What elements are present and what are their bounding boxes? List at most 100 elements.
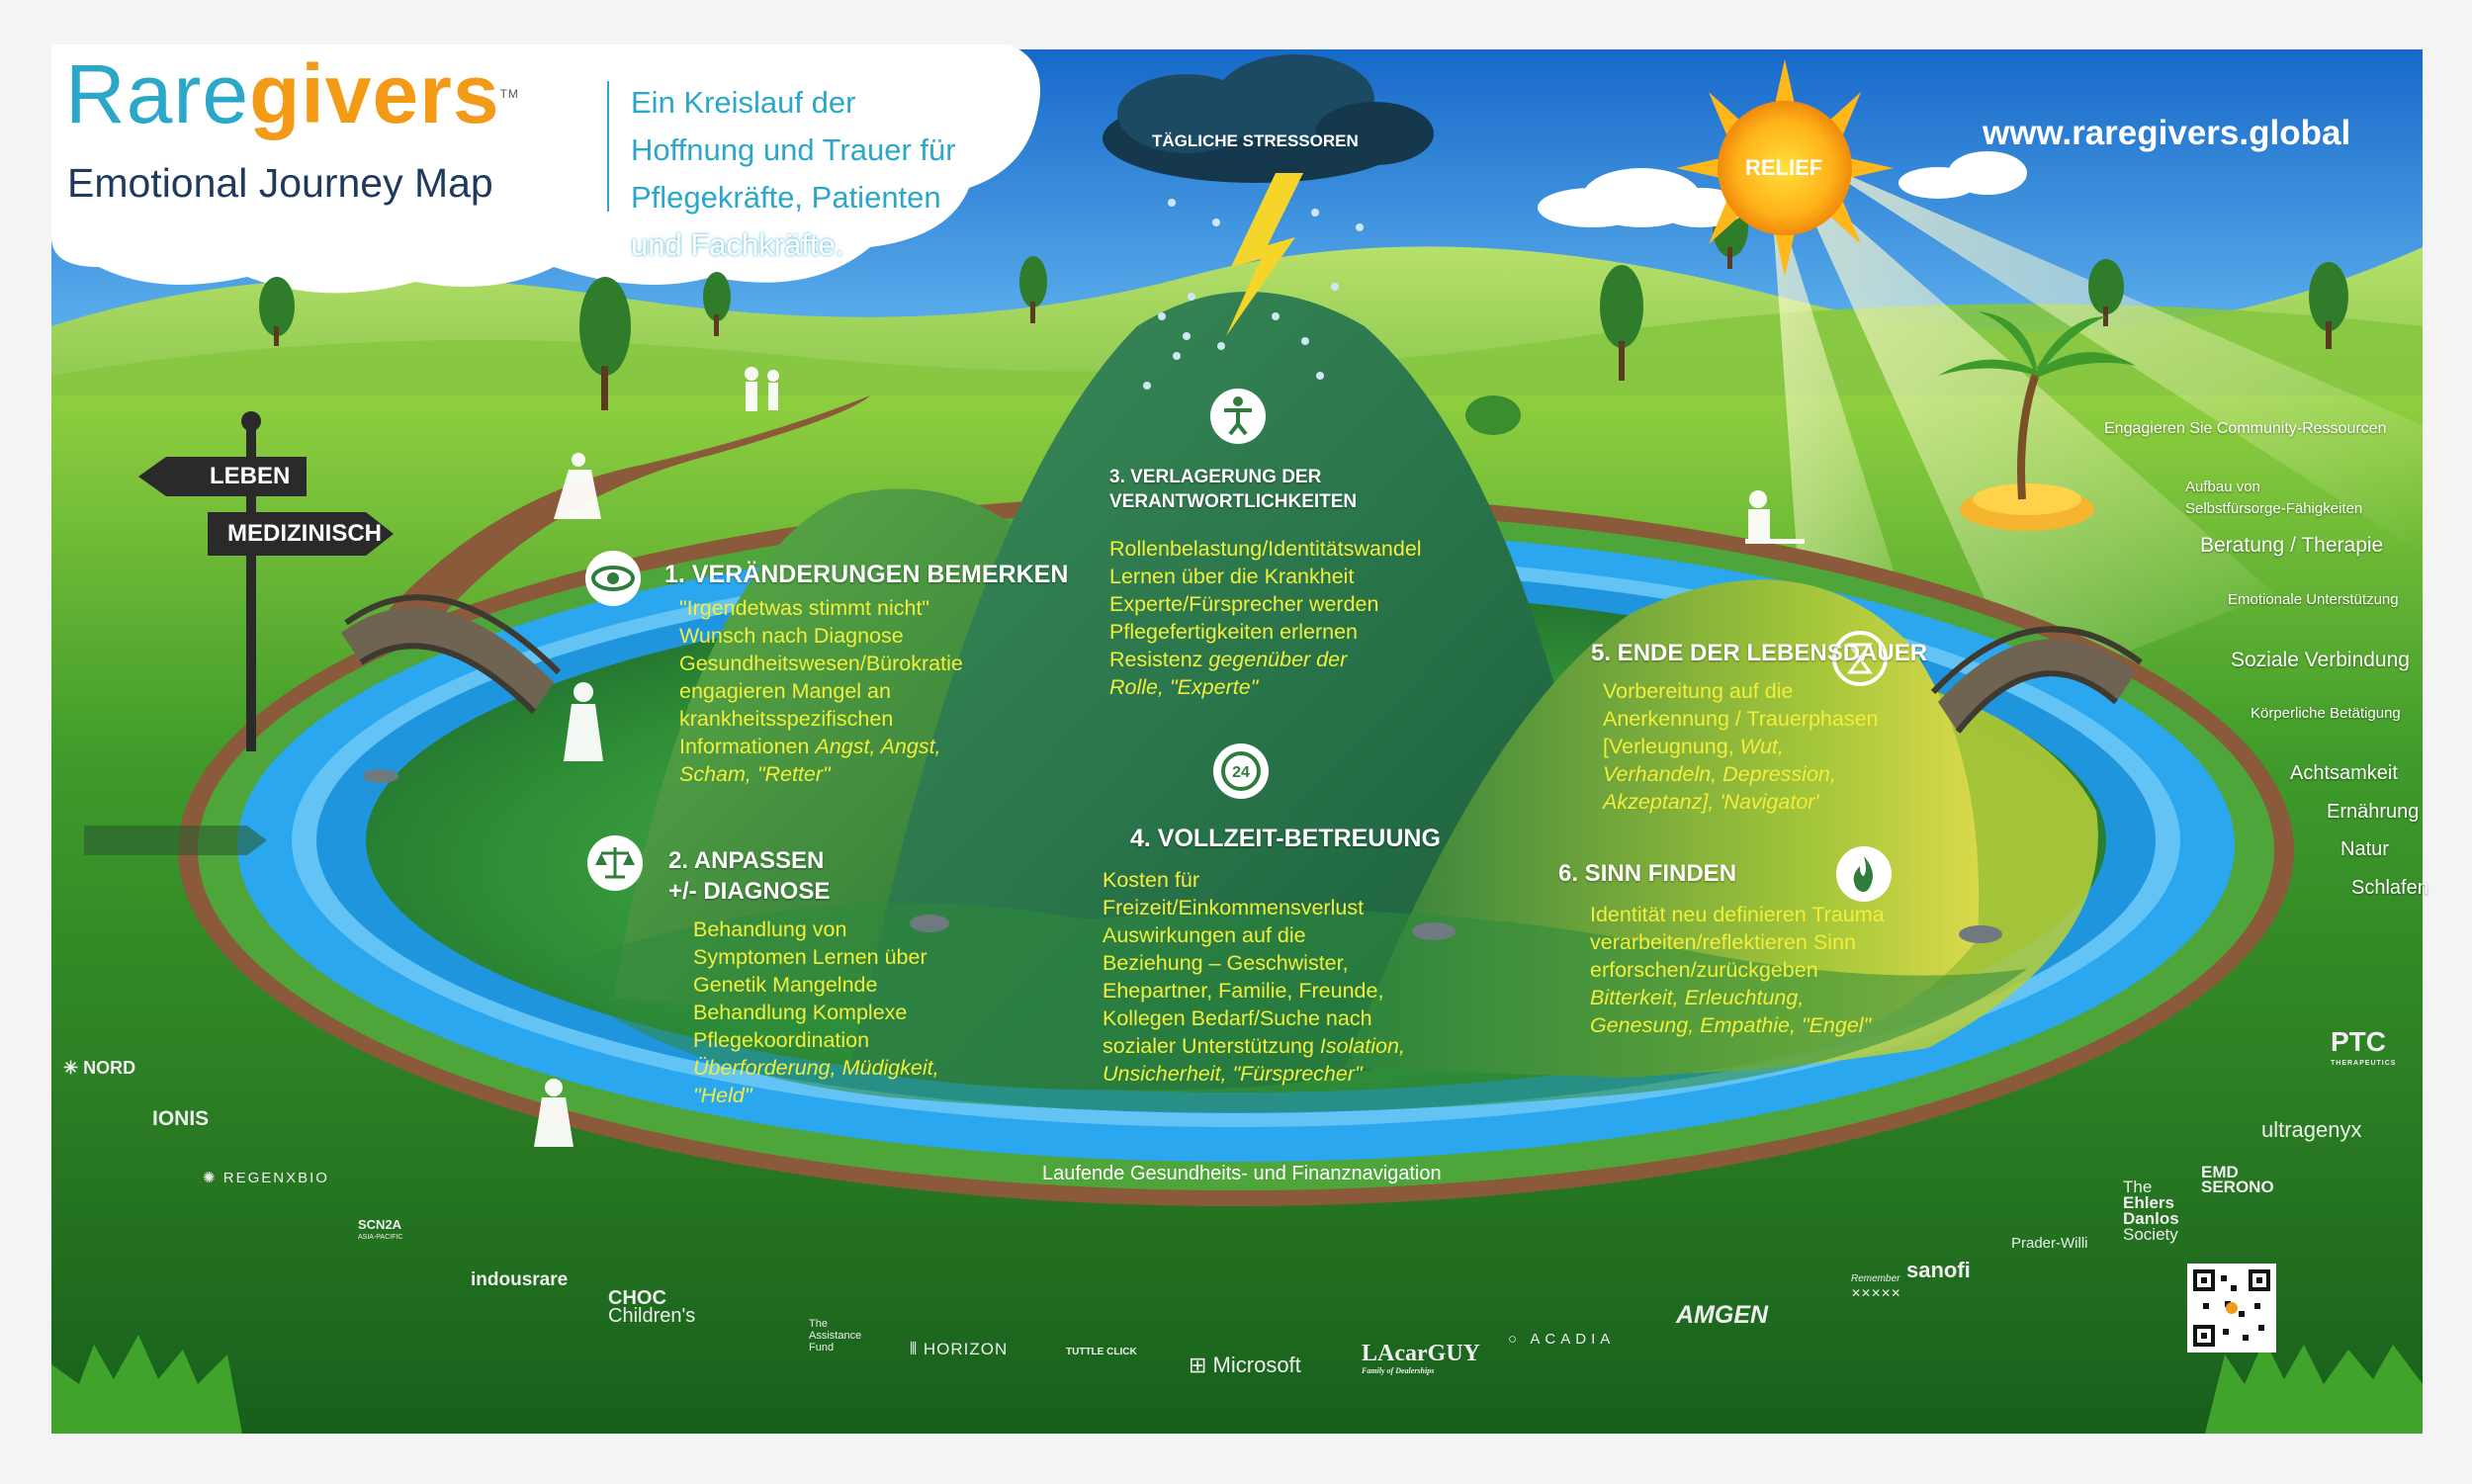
sponsor-emd-serono: EMD SERONO [2201, 1163, 2274, 1196]
stage-3-line: Lernen über die Krankheit [1109, 565, 1355, 588]
stage-1-line: "Irgendetwas stimmt nicht" [679, 596, 930, 620]
stage-2-title-line: 2. ANPASSEN [668, 847, 825, 874]
stage-1-line: engagieren Mangel an [679, 679, 891, 703]
stage-4-emotion: Unsicherheit, "Fürsprecher" [1103, 1062, 1363, 1086]
resource-item: Beratung / Therapie [2200, 534, 2384, 557]
tagline-line: und Fachkräfte. [631, 227, 844, 262]
sponsor-label: LAcarGUY [1362, 1341, 1480, 1366]
sponsor-label: Children's [608, 1305, 696, 1327]
sponsor-label: Fund [809, 1342, 835, 1353]
trademark: TM [499, 87, 519, 101]
stage-4-line: Beziehung – Geschwister, [1103, 951, 1349, 975]
sponsor-label: Assistance [809, 1330, 862, 1342]
stage-4-emotion: Isolation, [1319, 1034, 1405, 1058]
sponsor-nord: ✳ NORD [63, 1058, 136, 1078]
sponsor-label: The [809, 1318, 828, 1330]
resource-item: Ernährung [2327, 801, 2420, 823]
tagline: Ein Kreislauf der Hoffnung und Trauer fü… [631, 79, 956, 269]
tagline-line: Pflegekräfte, Patienten [631, 180, 941, 215]
sponsor-label: REGENXBIO [222, 1170, 329, 1186]
brand-name-rare: Rare [65, 47, 250, 140]
stage-2-line: Behandlung Komplexe [693, 1001, 908, 1024]
sponsor-label: Remember [1851, 1273, 1900, 1284]
stage-2-emotion: Überforderung, Müdigkeit, [693, 1056, 939, 1080]
svg-text:24: 24 [1232, 764, 1250, 781]
stage-4-line: Kollegen Bedarf/Suche nach [1103, 1006, 1372, 1030]
flame-icon [1836, 846, 1892, 902]
sponsor-lacarguy: LAcarGUY Family of Dealerships [1362, 1341, 1480, 1380]
stage-1-line: Gesundheitswesen/Bürokratie [679, 652, 963, 675]
sponsor-amgen: AMGEN [1676, 1301, 1769, 1329]
header-divider [607, 81, 609, 212]
qr-code-icon[interactable] [2187, 1264, 2276, 1353]
website-link[interactable]: www.raregivers.global [1983, 114, 2351, 152]
stage-1-emotion: Angst, Angst, [815, 735, 941, 758]
sponsor-label: NORD [83, 1058, 136, 1078]
stage-2-emotion: "Held" [693, 1084, 752, 1107]
stage-6-title: 6. SINN FINDEN [1558, 860, 1737, 887]
tagline-line: Ein Kreislauf der [631, 85, 856, 120]
tai-chi-icon [1210, 389, 1266, 444]
sponsor-regenxbio: ✺ REGENXBIO [203, 1170, 329, 1186]
page-subtitle: Emotional Journey Map [67, 160, 493, 206]
sponsor-label: THERAPEUTICS [2331, 1060, 2397, 1067]
resource-item: Selbstfürsorge-Fähigkeiten [2185, 500, 2363, 517]
ring-label: Laufende Gesundheits- und Finanznavigati… [1042, 1163, 1442, 1184]
sponsor-label: The [2123, 1178, 2153, 1196]
sponsor-label: ACADIA [1530, 1331, 1616, 1348]
stage-3-line: Experte/Fürsprecher werden [1109, 592, 1379, 616]
sponsor-tuttle-click: TUTTLE CLICK [1066, 1347, 1137, 1357]
stage-2-body: Behandlung von Symptomen Lernen über Gen… [693, 916, 939, 1109]
sponsor-indousrare: indousrare [471, 1269, 569, 1290]
sponsor-horizon: ⫴ HORIZON [910, 1340, 1009, 1358]
stage-5-line: [Verleugnung, [1603, 735, 1740, 758]
sponsor-ehlers-danlos: The Ehlers Danlos Society [2123, 1178, 2179, 1244]
resource-item: Engagieren Sie Community-Ressourcen [2104, 420, 2387, 437]
sponsor-label: Society [2123, 1225, 2178, 1244]
stage-3-emotion: Rolle, "Experte" [1109, 675, 1259, 699]
stage-6-line: erforschen/zurückgeben [1590, 958, 1818, 982]
stage-6-line: verarbeiten/reflektieren Sinn [1590, 930, 1856, 954]
stage-5-line: Vorbereitung auf die [1603, 679, 1794, 703]
sponsor-choc: CHOC Children's [608, 1288, 696, 1327]
stage-4-line: Ehepartner, Familie, Freunde, [1103, 979, 1384, 1003]
sponsor-label: SERONO [2201, 1178, 2274, 1196]
sponsor-label: Danlos [2123, 1209, 2179, 1228]
sponsor-scn2a: SCN2A ASIA-PACIFIC [358, 1218, 402, 1244]
stressors-label: TÄGLICHE STRESSOREN [1152, 131, 1359, 150]
resource-item: Soziale Verbindung [2231, 649, 2410, 671]
sponsor-sanofi: sanofi [1906, 1258, 1971, 1282]
stage-5-line: Anerkennung / Trauerphasen [1603, 707, 1879, 731]
scales-icon [587, 835, 643, 891]
sponsor-remember: Remember ✕✕✕✕✕ [1851, 1273, 1901, 1300]
stage-3-line: Resistenz [1109, 648, 1209, 671]
sponsor-label: Ehlers [2123, 1193, 2174, 1212]
sponsor-microsoft: ⊞ Microsoft [1189, 1353, 1301, 1377]
stage-2-line: Genetik Mangelnde [693, 973, 878, 997]
eye-icon [585, 551, 641, 606]
sponsor-label: Microsoft [1212, 1353, 1301, 1377]
stage-2-line: Pflegekoordination [693, 1028, 870, 1052]
sponsor-label: ASIA-PACIFIC [358, 1234, 403, 1241]
sponsor-ionis: IONIS [152, 1107, 210, 1130]
stage-2-line: Symptomen Lernen über [693, 945, 927, 969]
brand-logo: RaregiversTM [65, 49, 519, 138]
resource-item: Körperliche Betätigung [2251, 705, 2401, 722]
stage-4-line: sozialer Unterstützung [1103, 1034, 1320, 1058]
resource-item: Schlafen [2351, 877, 2428, 899]
sponsor-assistance-fund: The Assistance Fund [809, 1318, 861, 1353]
resource-item: Achtsamkeit [2290, 762, 2398, 784]
stage-6-emotion: Bitterkeit, Erleuchtung, [1590, 986, 1805, 1009]
sign-medizinisch: MEDIZINISCH [227, 520, 382, 547]
stage-3-title-line: VERANTWORTLICHKEITEN [1109, 491, 1358, 512]
hourglass-icon [1832, 631, 1888, 686]
sponsor-ptc: PTC THERAPEUTICS [2331, 1028, 2397, 1075]
stage-1-line: krankheitsspezifischen [679, 707, 894, 731]
stage-6-body: Identität neu definieren Trauma verarbei… [1590, 901, 1885, 1039]
sponsor-label: EMD [2201, 1163, 2239, 1181]
resource-item: Natur [2340, 838, 2389, 860]
stage-5-emotion: Akzeptanz], 'Navigator' [1603, 790, 1819, 814]
stage-2-title-line: +/- DIAGNOSE [668, 878, 831, 905]
stage-1-emotion: Scham, "Retter" [679, 762, 831, 786]
